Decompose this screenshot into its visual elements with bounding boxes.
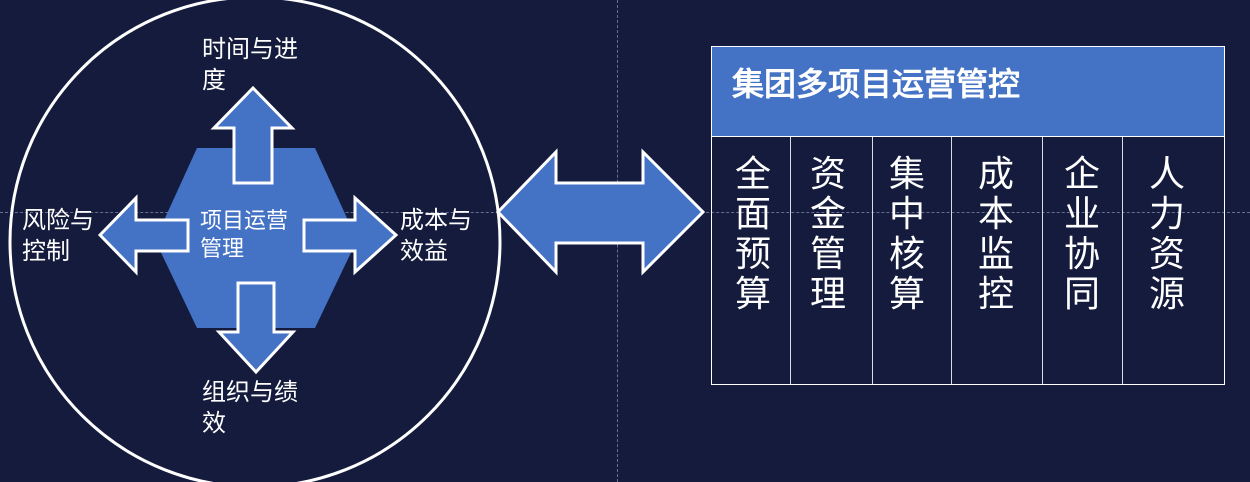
outer-circle xyxy=(8,0,502,482)
column-funds: 资金管理 xyxy=(810,154,847,315)
column-budget: 全面预算 xyxy=(735,154,772,315)
double-arrow xyxy=(495,148,706,276)
operations-panel: 集团多项目运营管控 全面预算 资金管理 集中核算 成本监控 企业协同 人力资源 xyxy=(711,46,1225,385)
column-divider xyxy=(790,137,791,384)
panel-title: 集团多项目运营管控 xyxy=(712,47,1224,137)
label-left: 风险与控制 xyxy=(22,206,94,265)
column-hr: 人力资源 xyxy=(1149,154,1186,315)
arrow-left xyxy=(97,194,190,276)
column-divider xyxy=(872,137,873,384)
arrow-right xyxy=(302,194,399,276)
arrow-up xyxy=(210,85,296,185)
column-divider xyxy=(1042,137,1043,384)
column-divider xyxy=(951,137,952,384)
label-center: 项目运营管理 xyxy=(200,209,289,262)
label-top: 时间与进度 xyxy=(202,35,298,94)
column-accounting: 集中核算 xyxy=(889,154,926,315)
label-right: 成本与效益 xyxy=(400,206,472,265)
label-bottom: 组织与绩效 xyxy=(202,378,298,437)
column-cost-monitor: 成本监控 xyxy=(978,154,1015,315)
column-divider xyxy=(1122,137,1123,384)
arrow-down xyxy=(215,281,297,375)
column-collaboration: 企业协同 xyxy=(1064,154,1101,315)
center-hexagon xyxy=(155,148,357,328)
